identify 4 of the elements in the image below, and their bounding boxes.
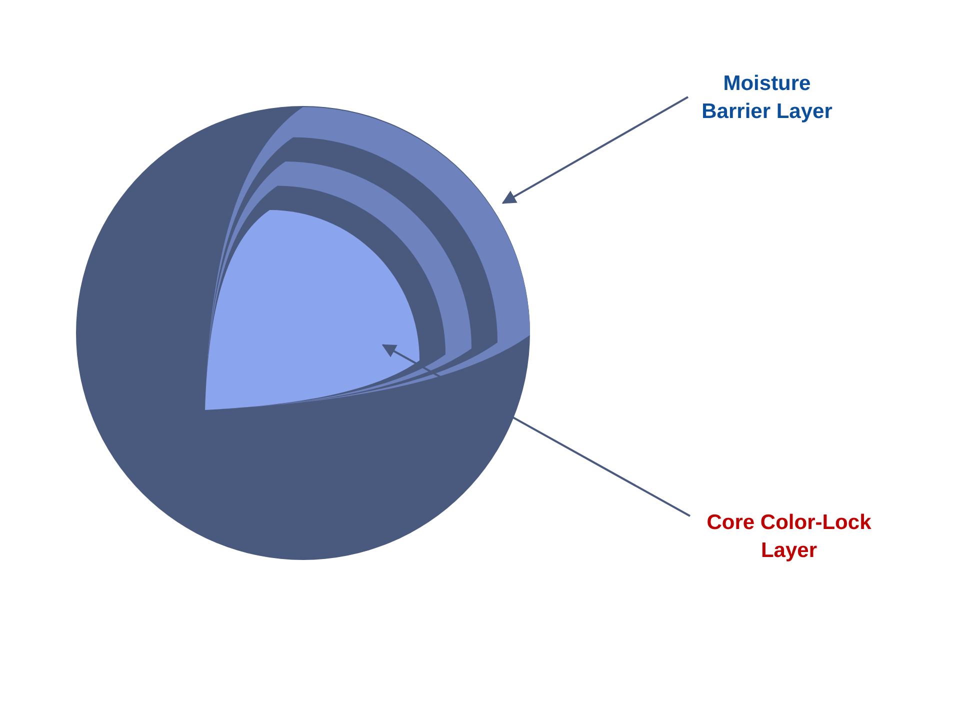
leader-line [502,96,688,204]
callout-label: Moisture Barrier Layer [692,70,842,126]
callout-label: Core Color-Lock Layer [680,509,898,565]
leader-line [382,344,690,517]
